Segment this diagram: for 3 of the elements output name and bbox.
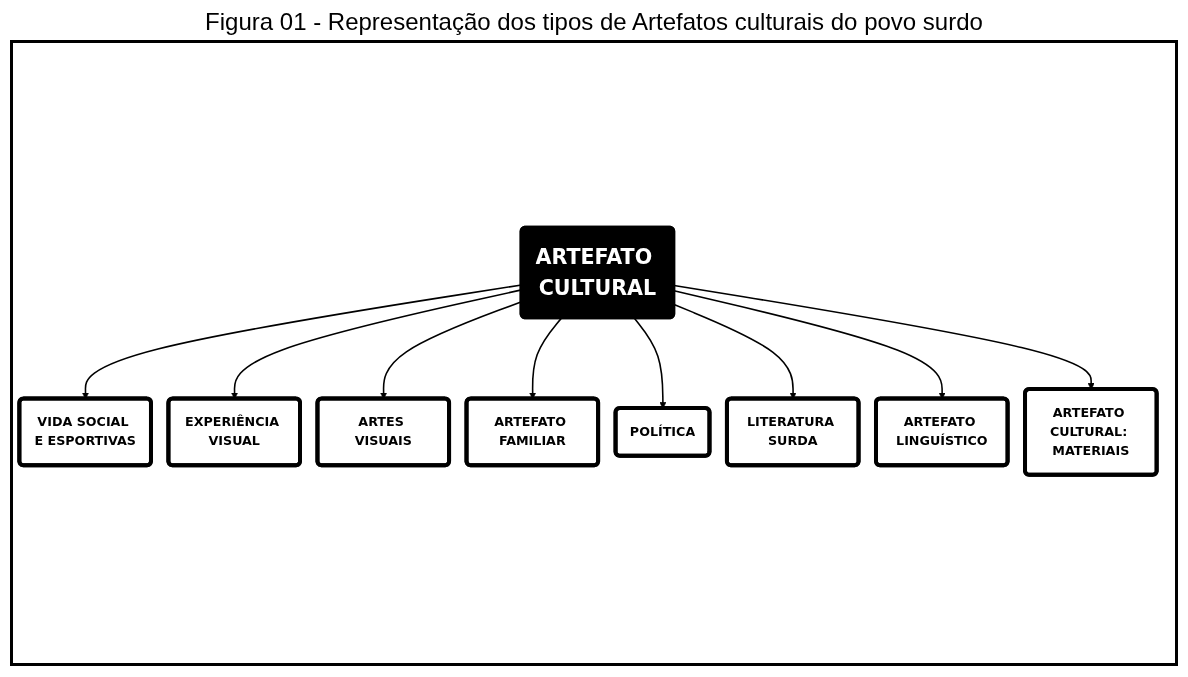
figure-frame: ARTEFATO CULTURAL VIDA SOCIAL E ESPORTIVAS EXPERIÊNCIA VISUAL ARTES VISUAIS ARTEFATO FAMILIAR POLÍTICA LITERATURA SURDA ARTEFATO LINGUÍSTICO ARTEFATO CULTURAL: MATERIAIS [10,40,1178,666]
arrow [633,317,667,409]
figure-title: Figura 01 - Representação dos tipos de Artefatos culturais do povo surdo [204,8,984,36]
